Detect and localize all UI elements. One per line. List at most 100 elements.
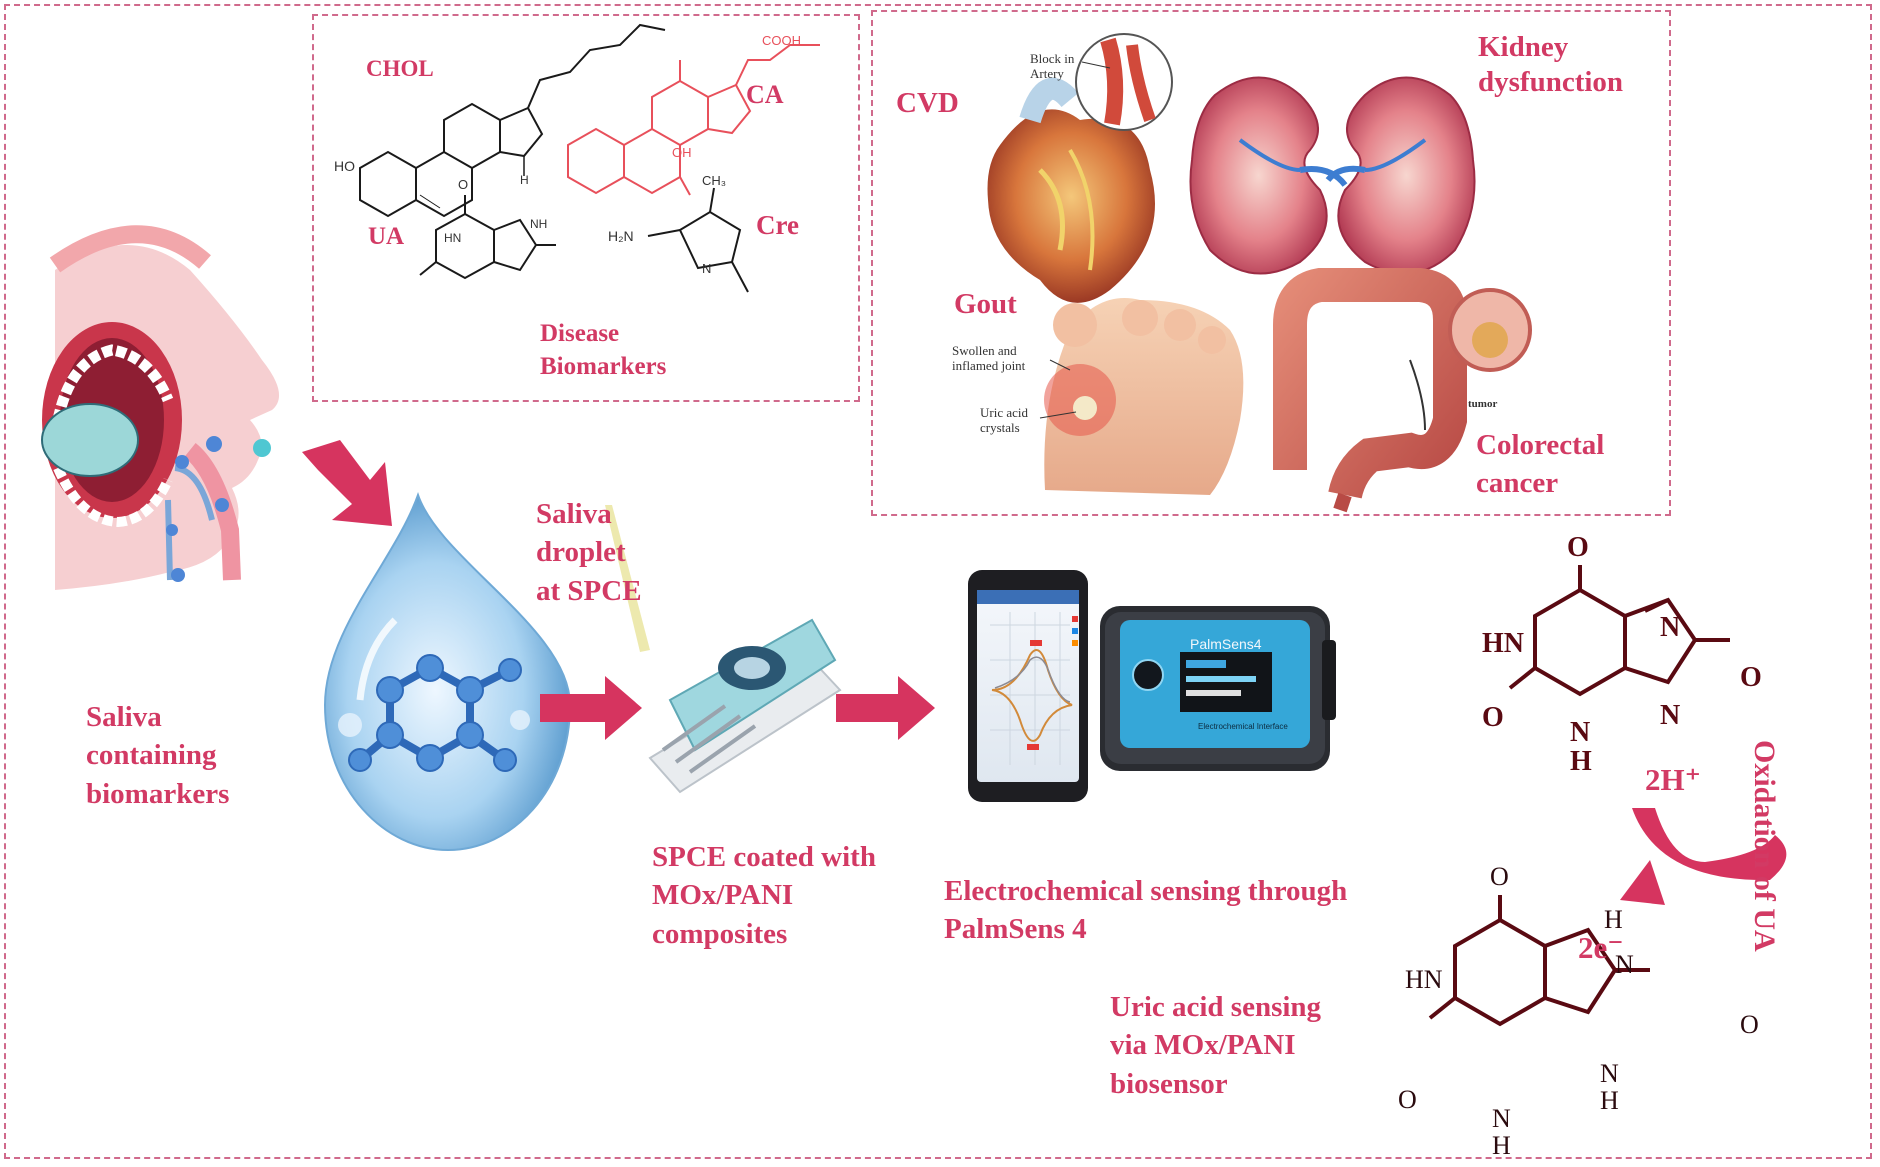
swollen-line1: Swollen and — [952, 343, 1017, 358]
kidneys-illustration — [1189, 76, 1476, 275]
ua-sensing-line1: Uric acid sensing — [1110, 991, 1322, 1023]
label-oxidation-of-ua: Oxidation of UA — [1748, 740, 1781, 952]
creatinine-structure — [647, 187, 749, 293]
smartphone-cyclic-voltammogram — [968, 570, 1088, 802]
sensing-line2: PalmSens 4 — [944, 913, 1087, 946]
arrow-spce-to-device — [836, 676, 935, 740]
atom-nh-lower-right: N H — [1600, 1060, 1619, 1115]
label-kidney-line2: dysfunction — [1478, 65, 1624, 98]
block-line1: Block in — [1030, 51, 1075, 66]
device-brand: PalmSens4 — [1190, 636, 1262, 652]
biomarkers-caption: Disease Biomarkers — [540, 318, 666, 383]
saliva-mouth-illustration — [41, 225, 280, 590]
atom-hn-top: HN — [1482, 628, 1524, 659]
saliva-line2: containing — [86, 739, 217, 772]
label-2h-plus: 2H⁺ — [1645, 762, 1701, 797]
atom-o-bottom-right: O — [1740, 1010, 1759, 1039]
arrow-droplet-to-spce — [540, 676, 642, 740]
gout-foot-illustration — [1039, 298, 1244, 495]
saliva-line1: Saliva — [86, 701, 162, 733]
atom-nh-top-n: N — [1570, 717, 1591, 748]
atom-nh-bottom-h: H — [1492, 1131, 1511, 1161]
atom-nh-bottom-n: N — [1492, 1104, 1511, 1133]
atom-ho-chol: HO — [334, 158, 355, 174]
atom-hn-bottom: HN — [1405, 965, 1443, 994]
colon-illustration — [1273, 268, 1532, 513]
label-swollen-joint: Swollen and inflamed joint — [952, 343, 1026, 374]
atom-o-bottom-left: O — [1398, 1085, 1417, 1114]
atom-o-ua: O — [458, 177, 469, 192]
label-saliva-droplet: Saliva droplet at SPCE — [536, 495, 642, 610]
device-subtitle: Electrochemical Interface — [1198, 722, 1288, 731]
crystals-line1: Uric acid — [980, 405, 1029, 420]
biomarkers-caption-line1: Disease — [540, 320, 620, 347]
label-saliva-containing-biomarkers: Saliva containing biomarkers — [86, 698, 229, 813]
atom-hn-ua: HN — [444, 231, 462, 245]
atom-h2n-cre: H₂N — [608, 228, 634, 244]
heart-cvd-illustration — [987, 33, 1173, 303]
atom-n-cre: N — [702, 261, 712, 276]
label-2e-minus: 2e⁻ — [1578, 930, 1624, 965]
uric-acid-small-structure — [419, 195, 556, 280]
atom-nh-ua: NH — [530, 217, 548, 231]
atom-nh-lower-h: H — [1600, 1086, 1619, 1116]
atom-o-top: O — [1567, 532, 1589, 563]
label-kidney-line1: Kidney — [1478, 31, 1569, 63]
atom-n-top-upper: N — [1660, 612, 1681, 643]
atom-h-chol: H — [520, 173, 529, 187]
arrow-mouth-to-droplet — [302, 440, 392, 526]
sensing-line1: Electrochemical sensing through — [944, 875, 1348, 907]
label-colorectal-line2: cancer — [1476, 467, 1559, 500]
label-uric-acid-crystals: Uric acid crystals — [980, 405, 1029, 436]
atom-nh-lower-n: N — [1600, 1059, 1619, 1088]
label-cvd: CVD — [896, 87, 959, 119]
saliva-droplet-illustration — [323, 491, 572, 852]
arrow-oxidation-head — [1620, 860, 1665, 905]
atom-nh-top-h: H — [1570, 746, 1592, 778]
label-gout: Gout — [954, 288, 1017, 320]
atom-o-bottom-top: O — [1490, 862, 1509, 891]
atom-ch3-cre: CH₃ — [702, 173, 727, 188]
atom-nh-top-bottom: N H — [1570, 718, 1592, 777]
biomarkers-panel — [312, 14, 860, 402]
label-tumor: tumor — [1468, 398, 1498, 410]
droplet-line1: Saliva — [536, 498, 612, 530]
label-uric-acid-sensing: Uric acid sensing via MOx/PANI biosensor — [1110, 988, 1321, 1103]
atom-nh-bottom-center: N H — [1492, 1105, 1511, 1160]
spce-electrode-illustration — [605, 505, 842, 794]
label-cre: Cre — [756, 210, 799, 240]
atom-oh-ca: OH — [672, 145, 692, 160]
label-block-in-artery: Block in Artery — [1030, 51, 1075, 82]
label-ca: CA — [746, 80, 784, 109]
crystals-line2: crystals — [980, 419, 1020, 435]
droplet-line2: droplet — [536, 536, 626, 569]
atom-o-left-top: O — [1482, 702, 1504, 733]
swollen-line2: inflamed joint — [952, 357, 1026, 373]
ua-sensing-line3: biosensor — [1110, 1067, 1228, 1100]
outer-dashed-frame — [4, 4, 1872, 1159]
cholic-acid-structure — [567, 44, 820, 196]
droplet-line3: at SPCE — [536, 574, 642, 607]
atom-o-right-top: O — [1740, 662, 1762, 693]
spce-line2: MOx/PANI — [652, 879, 794, 912]
cholesterol-structure — [359, 23, 666, 218]
atom-nh-upper-right: N — [1615, 950, 1634, 979]
atom-n-top-lower: N — [1660, 700, 1681, 731]
ua-sensing-line2: via MOx/PANI — [1110, 1029, 1296, 1062]
arrow-oxidation-curve — [1632, 808, 1787, 881]
label-electrochemical-sensing: Electrochemical sensing through PalmSens… — [944, 872, 1347, 949]
label-colorectal-line1: Colorectal — [1476, 429, 1605, 461]
oxidized-uric-acid-structure — [1508, 565, 1730, 697]
label-kidney-dysfunction: Kidney dysfunction — [1478, 30, 1623, 100]
atom-cooh: COOH — [762, 33, 801, 48]
process-arrows — [302, 440, 1787, 905]
biomarkers-caption-line2: Biomarkers — [540, 352, 667, 380]
spce-line1: SPCE coated with — [652, 841, 876, 873]
atom-h-upper-right: H — [1604, 905, 1623, 934]
label-spce-coated: SPCE coated with MOx/PANI composites — [652, 838, 876, 953]
spce-line3: composites — [652, 917, 788, 950]
label-colorectal-cancer: Colorectal cancer — [1476, 426, 1604, 503]
diseases-panel — [871, 10, 1671, 516]
label-ua: UA — [368, 223, 405, 250]
label-chol: CHOL — [366, 56, 434, 81]
